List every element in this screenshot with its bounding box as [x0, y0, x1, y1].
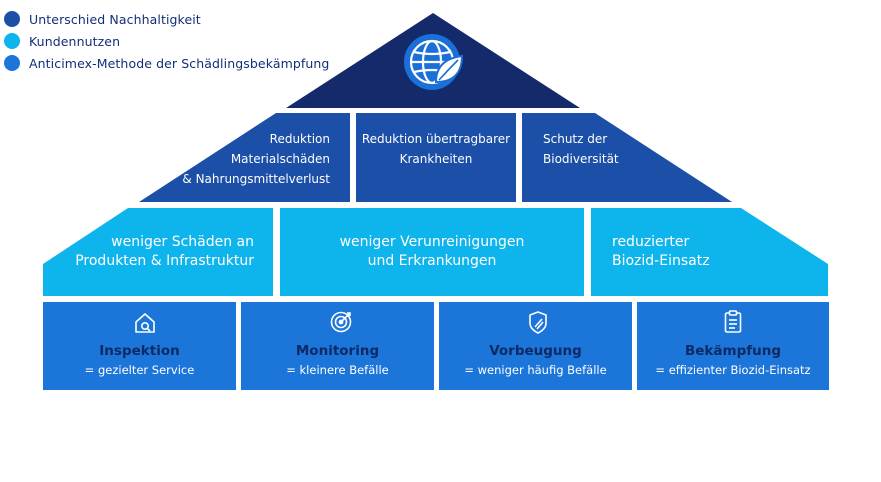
benefit-text-1: weniger Schäden an Produkten & Infrastru…: [75, 233, 254, 271]
sustainability-text-2: Reduktion übertragbarer Krankheiten: [356, 129, 516, 169]
target-icon: [330, 311, 352, 333]
sustainability-text-3-line-2: Biodiversität: [543, 152, 619, 166]
benefit-text-2: weniger Verunreinigungen und Erkrankunge…: [280, 233, 584, 271]
sustainability-text-2-line-2: Krankheiten: [399, 152, 473, 166]
method-box-4: [637, 302, 829, 390]
sustainability-box-1: [139, 113, 350, 202]
benefit-text-1-line-1: weniger Schäden an: [111, 234, 254, 250]
sustainability-text-1-line-2: Materialschäden: [230, 152, 330, 166]
sustainability-text-1-line-3: & Nahrungsmittelverlust: [182, 172, 330, 186]
legend-label-method: Anticimex-Methode der Schädlingsbekämpfu…: [29, 55, 330, 71]
method-box-2: [241, 302, 434, 390]
house-search-icon: [135, 313, 155, 333]
method-title-4: Bekämpfung: [684, 343, 782, 359]
method-subtitle-1: = gezielter Service: [84, 363, 195, 377]
benefit-text-3: reduzierter Biozid-Einsatz: [612, 233, 710, 271]
benefit-box-2: [280, 208, 584, 296]
sustainability-text-1-line-1: Reduktion: [269, 132, 330, 146]
method-box-1: [43, 302, 236, 390]
benefit-text-2-line-2: und Erkrankungen: [367, 253, 497, 269]
benefit-text-2-line-1: weniger Verunreinigungen: [339, 234, 525, 250]
method-subtitle-3: = weniger häufig Befälle: [464, 363, 607, 377]
benefit-text-3-line-2: Biozid-Einsatz: [612, 253, 710, 269]
method-title-3: Vorbeugung: [489, 343, 582, 359]
method-subtitle-2: = kleinere Befälle: [286, 363, 389, 377]
benefit-text-1-line-2: Produkten & Infrastruktur: [75, 253, 254, 269]
sustainability-text-1: Reduktion Materialschäden & Nahrungsmitt…: [182, 129, 330, 189]
benefit-box-1: [43, 208, 273, 296]
method-subtitle-4: = effizienter Biozid-Einsatz: [655, 363, 811, 377]
legend-dot-sustainability: [4, 11, 20, 27]
globe-leaf-icon: [404, 34, 464, 90]
legend-item-sustainability: Unterschied Nachhaltigkeit: [4, 8, 329, 30]
method-title-2: Monitoring: [295, 343, 380, 359]
sustainability-box-2: [356, 113, 516, 202]
legend-label-customer-benefit: Kundennutzen: [29, 33, 121, 49]
benefit-box-3: [591, 208, 828, 296]
sustainability-text-2-line-1: Reduktion übertragbarer: [361, 132, 511, 146]
sustainability-text-3-line-1: Schutz der: [543, 132, 608, 146]
sustainability-text-3: Schutz der Biodiversität: [543, 129, 619, 169]
legend-dot-method: [4, 55, 20, 71]
legend: Unterschied Nachhaltigkeit Kundennutzen …: [4, 8, 329, 74]
method-title-1: Inspektion: [99, 343, 180, 359]
sustainability-box-3: [522, 113, 732, 202]
method-box-3: [439, 302, 632, 390]
benefit-text-3-line-1: reduzierter: [612, 234, 690, 250]
legend-label-sustainability: Unterschied Nachhaltigkeit: [29, 11, 201, 27]
legend-item-customer-benefit: Kundennutzen: [4, 30, 329, 52]
legend-dot-customer-benefit: [4, 33, 20, 49]
clipboard-icon: [724, 310, 742, 333]
legend-item-method: Anticimex-Methode der Schädlingsbekämpfu…: [4, 52, 329, 74]
shield-icon: [529, 311, 547, 334]
